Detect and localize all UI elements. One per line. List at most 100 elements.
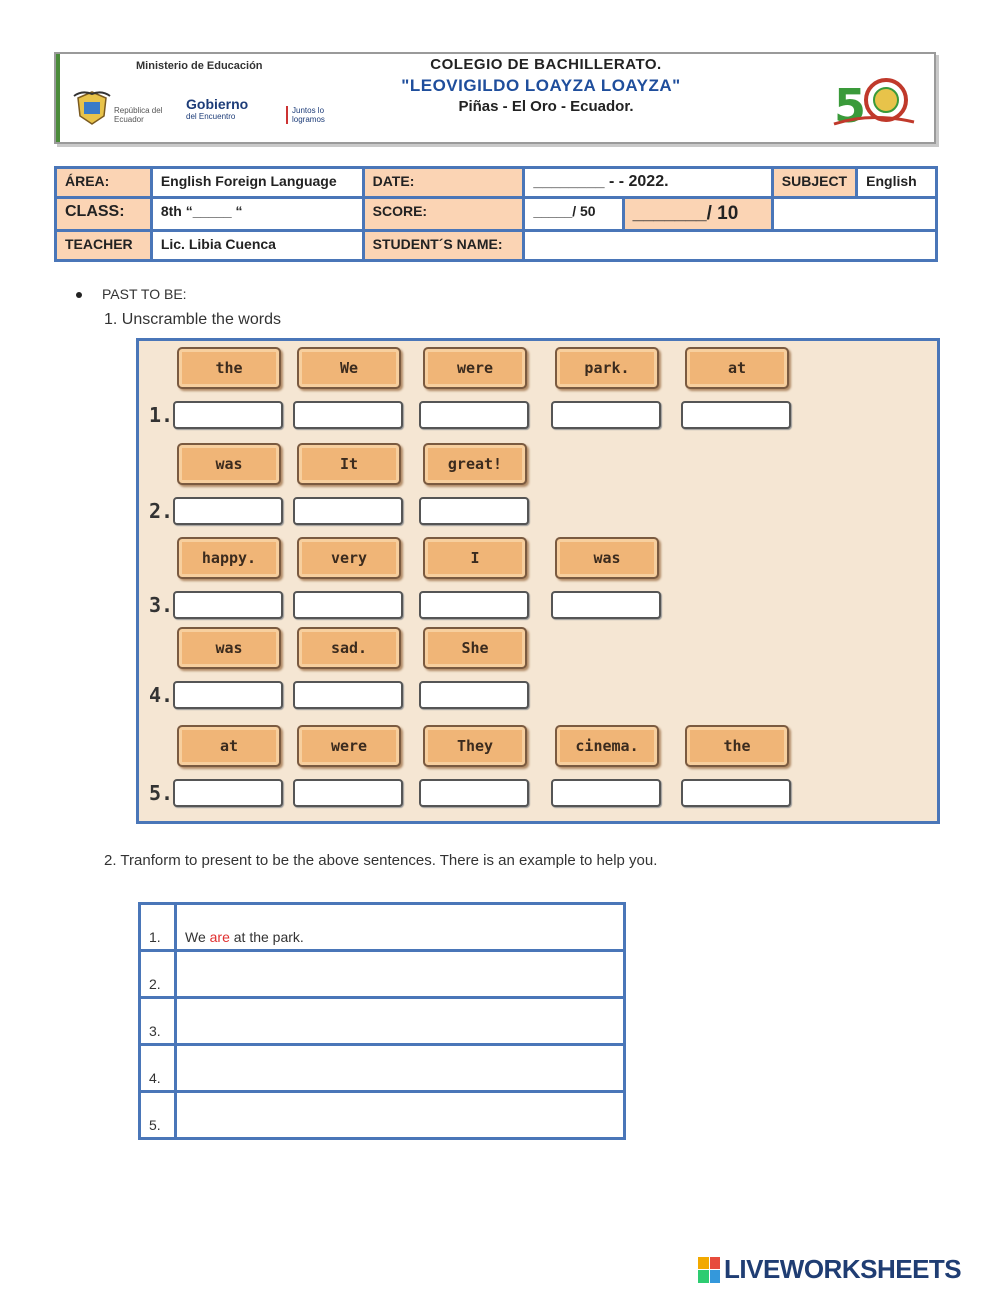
answer-slot[interactable] bbox=[293, 497, 403, 525]
answer-slot[interactable] bbox=[551, 779, 661, 807]
word-tile[interactable]: was bbox=[177, 627, 281, 669]
answer-slot[interactable] bbox=[419, 401, 529, 429]
ministry-label: Ministerio de Educación bbox=[136, 60, 263, 72]
word-tile[interactable]: She bbox=[423, 627, 527, 669]
answer-slot[interactable] bbox=[293, 779, 403, 807]
answer-slot[interactable] bbox=[173, 779, 283, 807]
fifty-years-logo-icon: 5 bbox=[833, 78, 915, 128]
teacher-value: Lic. Libia Cuenca bbox=[149, 229, 365, 262]
area-value: English Foreign Language bbox=[149, 166, 365, 199]
subject-value: English bbox=[855, 166, 938, 199]
row-number: 1. bbox=[149, 403, 174, 427]
answer-cell[interactable] bbox=[174, 949, 626, 999]
answer-slot[interactable] bbox=[419, 497, 529, 525]
word-tile[interactable]: I bbox=[423, 537, 527, 579]
answer-slot[interactable] bbox=[419, 681, 529, 709]
gobierno-label: Gobierno bbox=[186, 96, 249, 112]
school-title-line1: COLEGIO DE BACHILLERATO. bbox=[430, 56, 662, 73]
word-tile[interactable]: the bbox=[177, 347, 281, 389]
banner-accent-bar bbox=[56, 54, 60, 142]
student-info-table: ÁREA: English Foreign Language DATE: ___… bbox=[54, 166, 939, 262]
word-tile[interactable]: at bbox=[685, 347, 789, 389]
answer-row: 1.We are at the park. bbox=[138, 902, 626, 952]
school-title-line3: Piñas - El Oro - Ecuador. bbox=[458, 98, 634, 115]
score-out-of-50: _____/ 50 bbox=[522, 196, 625, 232]
liveworksheets-footer: LIVEWORKSHEETS bbox=[698, 1254, 962, 1285]
answer-slot[interactable] bbox=[681, 779, 791, 807]
score-label: SCORE: bbox=[361, 196, 526, 232]
school-title-line2: "LEOVIGILDO LOAYZA LOAYZA" bbox=[401, 76, 681, 95]
answer-cell[interactable] bbox=[174, 1043, 626, 1093]
answer-slot[interactable] bbox=[173, 401, 283, 429]
class-label: CLASS: bbox=[54, 196, 153, 232]
answer-row: 5. bbox=[138, 1090, 626, 1140]
answer-slot[interactable] bbox=[293, 401, 403, 429]
answer-slot[interactable] bbox=[551, 401, 661, 429]
answer-row-number: 1. bbox=[138, 902, 177, 952]
word-tile[interactable]: park. bbox=[555, 347, 659, 389]
answer-text: at the park. bbox=[229, 929, 304, 945]
answer-row-number: 3. bbox=[138, 996, 177, 1046]
word-tile[interactable]: the bbox=[685, 725, 789, 767]
answer-cell[interactable]: We are at the park. bbox=[174, 902, 626, 952]
republic-label: República del Ecuador bbox=[114, 106, 163, 124]
class-value[interactable]: 8th “_____ “ bbox=[149, 196, 365, 232]
student-name-label: STUDENT´S NAME: bbox=[361, 229, 526, 262]
bullet-icon bbox=[76, 292, 82, 299]
question-2-instruction: 2. Tranform to present to be the above s… bbox=[104, 852, 658, 869]
answer-slot[interactable] bbox=[173, 681, 283, 709]
juntos-label: Juntos lo logramos bbox=[286, 106, 352, 124]
answer-row: 3. bbox=[138, 996, 626, 1046]
word-tile[interactable]: was bbox=[555, 537, 659, 579]
area-label: ÁREA: bbox=[54, 166, 153, 199]
answer-row-number: 2. bbox=[138, 949, 177, 999]
word-tile[interactable]: very bbox=[297, 537, 401, 579]
answer-cell[interactable] bbox=[174, 1090, 626, 1140]
gobierno-logo: Gobierno del Encuentro bbox=[186, 96, 248, 121]
answer-row-number: 5. bbox=[138, 1090, 177, 1140]
answer-row-number: 4. bbox=[138, 1043, 177, 1093]
question-1-instruction: 1. Unscramble the words bbox=[104, 311, 281, 328]
answer-slot[interactable] bbox=[419, 591, 529, 619]
answer-cell[interactable] bbox=[174, 996, 626, 1046]
answer-slot[interactable] bbox=[419, 779, 529, 807]
word-tile[interactable]: were bbox=[297, 725, 401, 767]
score-out-of-10: _______/ 10 bbox=[621, 196, 774, 232]
answer-slot[interactable] bbox=[681, 401, 791, 429]
word-tile[interactable]: It bbox=[297, 443, 401, 485]
date-value[interactable]: ________ - - 2022. bbox=[522, 166, 774, 199]
answer-slot[interactable] bbox=[293, 591, 403, 619]
word-tile[interactable]: happy. bbox=[177, 537, 281, 579]
answer-slot[interactable] bbox=[173, 497, 283, 525]
liveworksheets-brand: LIVEWORKSHEETS bbox=[724, 1254, 962, 1284]
answer-slot[interactable] bbox=[551, 591, 661, 619]
student-name-field[interactable] bbox=[522, 229, 938, 262]
word-tile[interactable]: sad. bbox=[297, 627, 401, 669]
word-tile[interactable]: were bbox=[423, 347, 527, 389]
subject-label: SUBJECT bbox=[770, 166, 859, 199]
liveworksheets-logo-icon bbox=[698, 1256, 720, 1283]
word-tile[interactable]: at bbox=[177, 725, 281, 767]
teacher-label: TEACHER bbox=[54, 229, 153, 262]
row-number: 4. bbox=[149, 683, 174, 707]
row-number: 3. bbox=[149, 593, 174, 617]
word-tile[interactable]: great! bbox=[423, 443, 527, 485]
ecuador-coat-of-arms-icon bbox=[73, 91, 111, 125]
answer-row: 2. bbox=[138, 949, 626, 999]
row-number: 2. bbox=[149, 499, 174, 523]
word-tile[interactable]: cinema. bbox=[555, 725, 659, 767]
present-tense-answer-table: 1.We are at the park.2.3.4.5. bbox=[138, 902, 626, 1140]
date-label: DATE: bbox=[361, 166, 526, 199]
gobierno-sub-label: del Encuentro bbox=[186, 112, 236, 121]
word-tile[interactable]: was bbox=[177, 443, 281, 485]
section-heading: PAST TO BE: bbox=[76, 286, 187, 302]
answer-slot[interactable] bbox=[173, 591, 283, 619]
score-blank-cell bbox=[770, 196, 939, 232]
row-number: 5. bbox=[149, 781, 174, 805]
answer-slot[interactable] bbox=[293, 681, 403, 709]
section-heading-text: PAST TO BE: bbox=[102, 286, 187, 302]
school-header-banner: Ministerio de Educación República del Ec… bbox=[54, 52, 936, 144]
word-tile[interactable]: They bbox=[423, 725, 527, 767]
word-tile[interactable]: We bbox=[297, 347, 401, 389]
